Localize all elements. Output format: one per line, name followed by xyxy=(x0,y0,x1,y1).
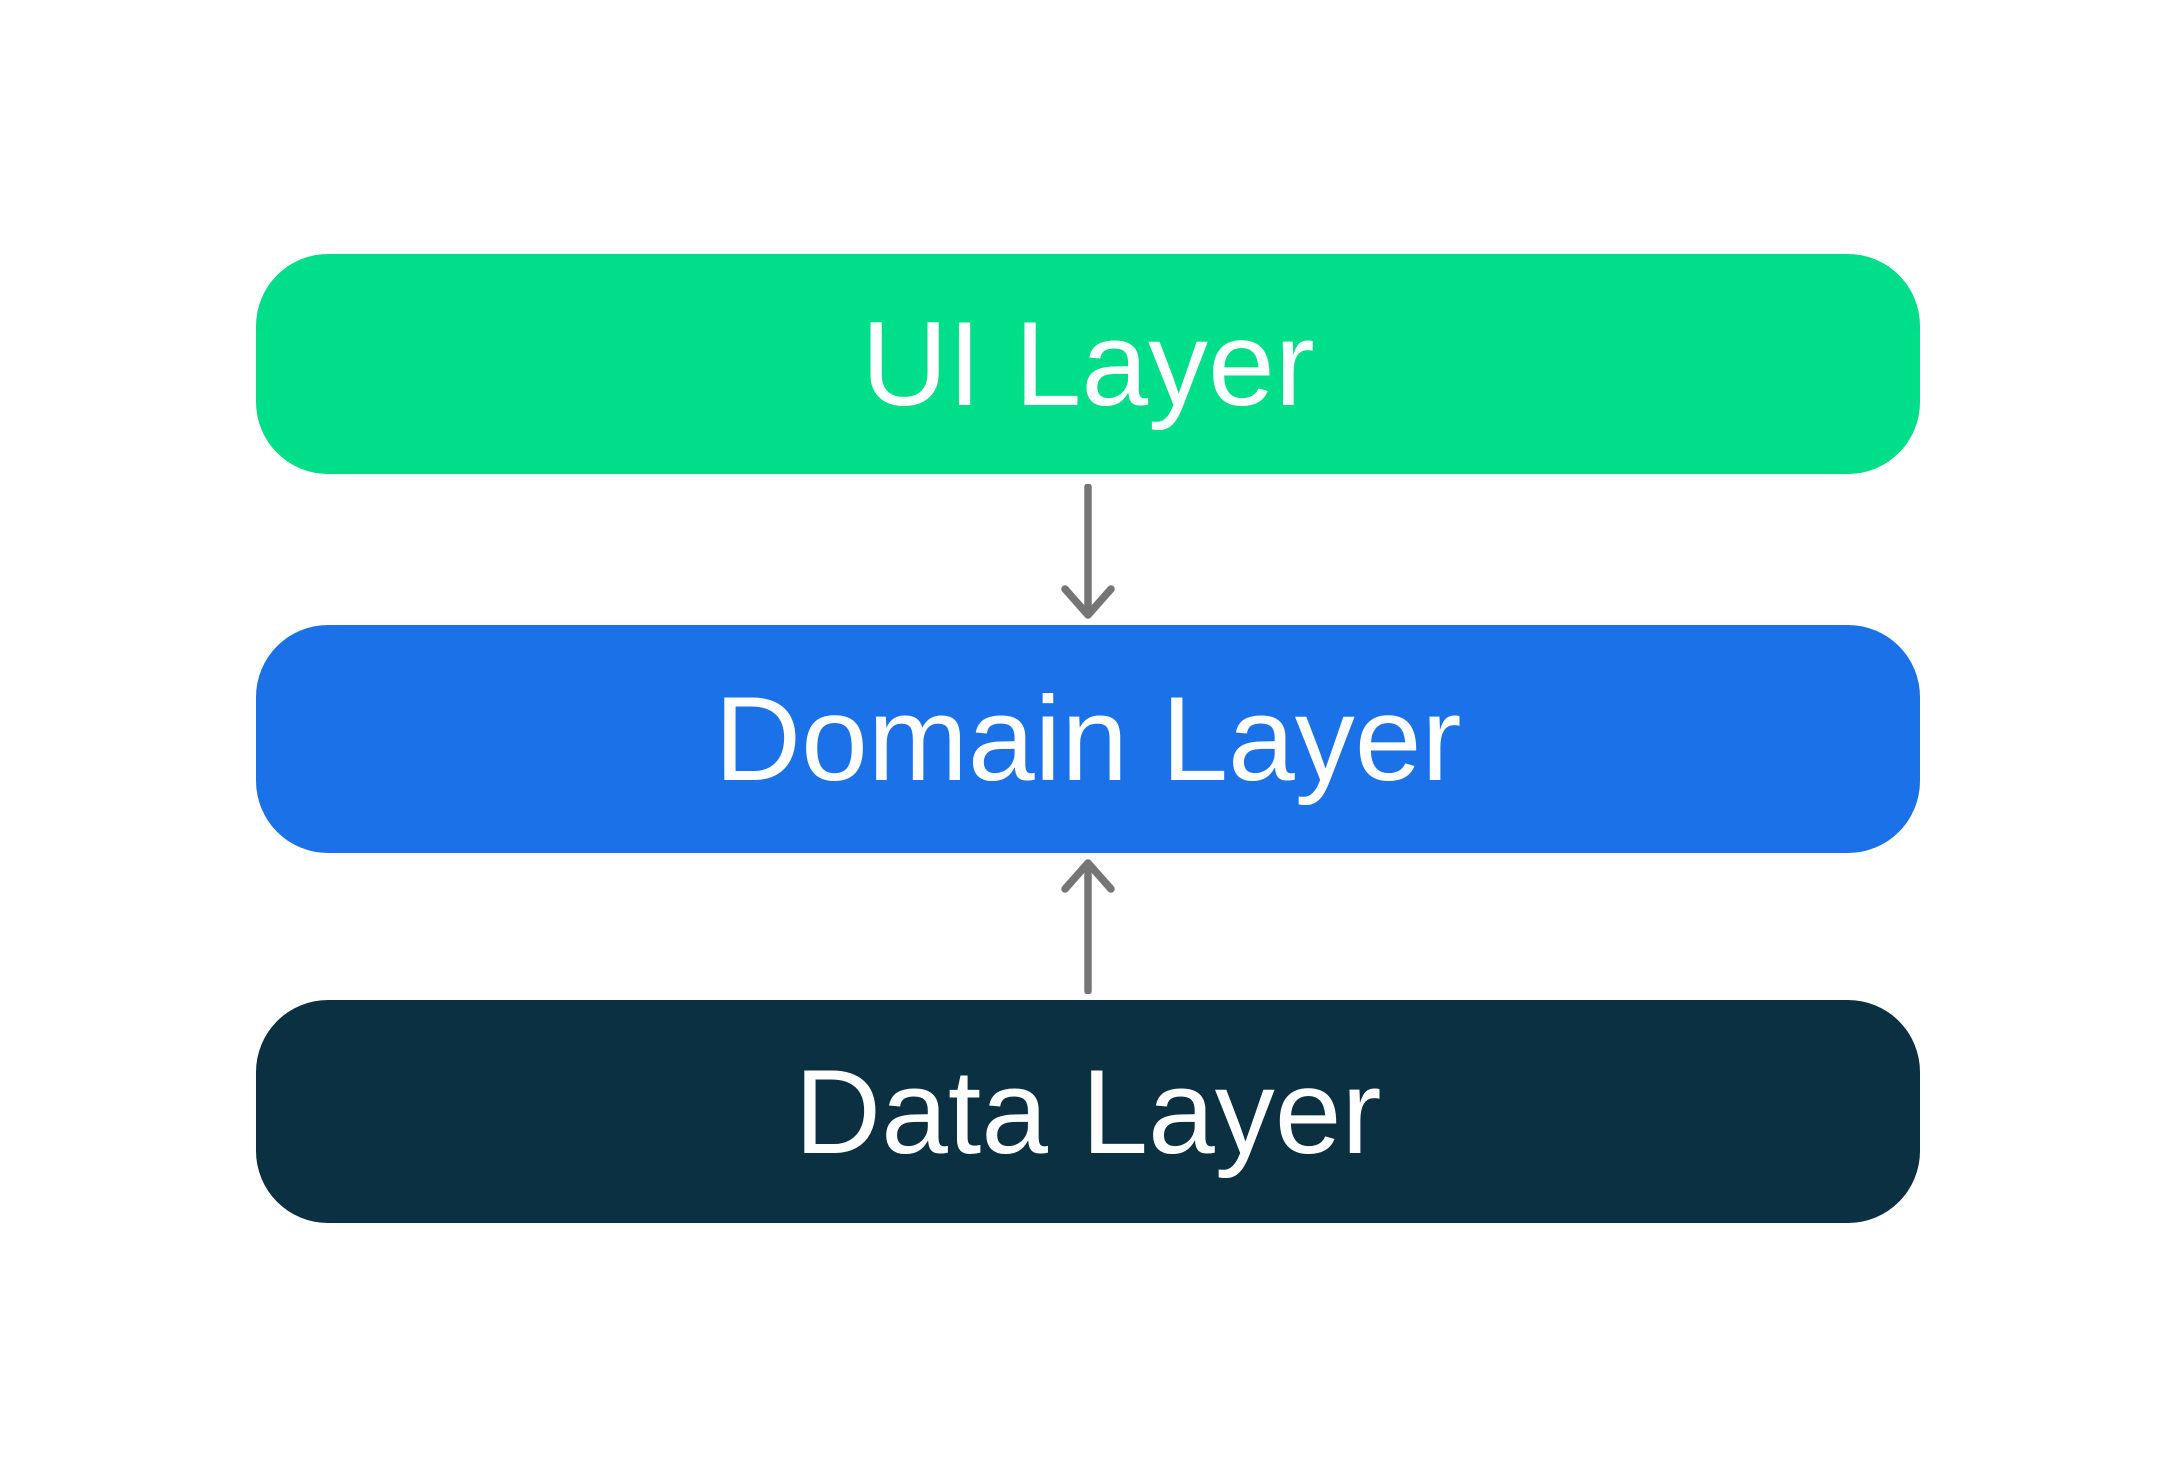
arrow-down-stroke xyxy=(1061,484,1115,619)
layer-box-data: Data Layer xyxy=(256,1000,1920,1223)
layer-label-data: Data Layer xyxy=(794,1044,1382,1179)
layer-box-domain: Domain Layer xyxy=(256,625,1920,853)
arrow-up-stroke xyxy=(1061,859,1115,994)
layer-label-ui: UI Layer xyxy=(861,297,1315,431)
arrow-down-icon xyxy=(1061,484,1115,619)
layer-box-ui: UI Layer xyxy=(256,254,1920,474)
layer-label-domain: Domain Layer xyxy=(714,672,1462,806)
arrow-up-icon xyxy=(1061,859,1115,994)
